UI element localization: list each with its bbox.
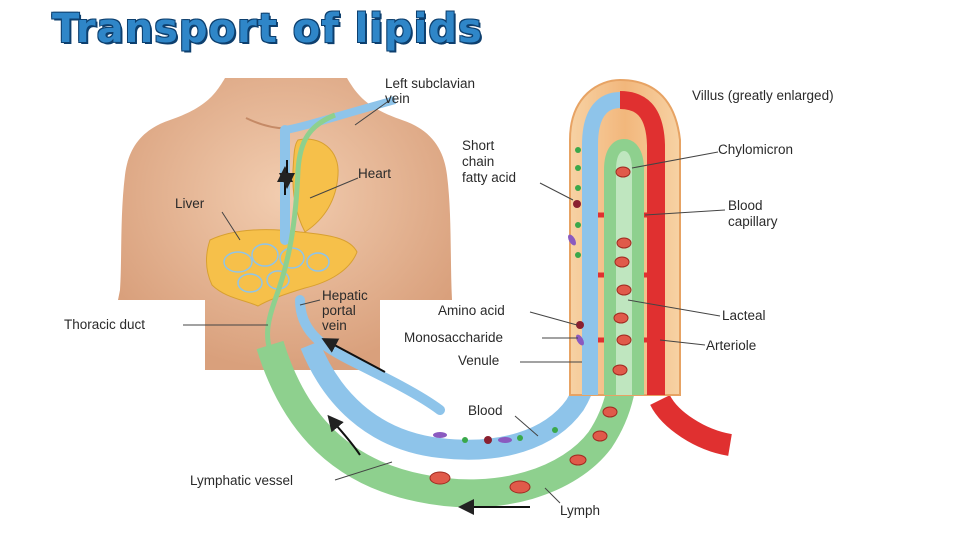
heart-organ [292,138,339,233]
label-thoracic-duct: Thoracic duct [64,317,145,332]
chylomicron-particles [429,166,632,494]
label-arteriole: Arteriole [706,338,756,353]
lymphatic-vessel-band [256,339,639,508]
arteriole-vessel-lower [650,394,733,456]
label-liver: Liver [175,196,205,211]
portal-flow-arrow [321,338,386,373]
lymph-flow-arrow-up [327,414,361,456]
label-lymph: Lymph [560,503,600,518]
label-heart: Heart [358,166,391,181]
label-short-chain-fatty-acid: Short chain fatty acid [462,138,516,185]
label-hepatic-portal-vein: Hepatic portal vein [322,288,372,333]
leader-lines [183,99,726,504]
label-chylomicron: Chylomicron [718,142,793,157]
label-monosaccharide: Monosaccharide [404,330,503,345]
label-amino-acid: Amino acid [438,303,505,318]
thoracic-duct-vessel [265,112,336,351]
slide-title: Transport of lipids [52,6,483,52]
label-venule: Venule [458,353,499,368]
label-blood-capillary: Blood capillary [728,198,778,229]
blood-solute-particles [433,147,584,444]
label-lacteal: Lacteal [722,308,766,323]
label-blood: Blood [468,403,503,418]
label-villus: Villus (greatly enlarged) [692,88,834,103]
liver-organ [206,229,358,307]
label-lymphatic-vessel: Lymphatic vessel [190,473,293,488]
villus [569,78,681,396]
label-left-subclavian-vein: Left subclavian vein [385,76,479,106]
